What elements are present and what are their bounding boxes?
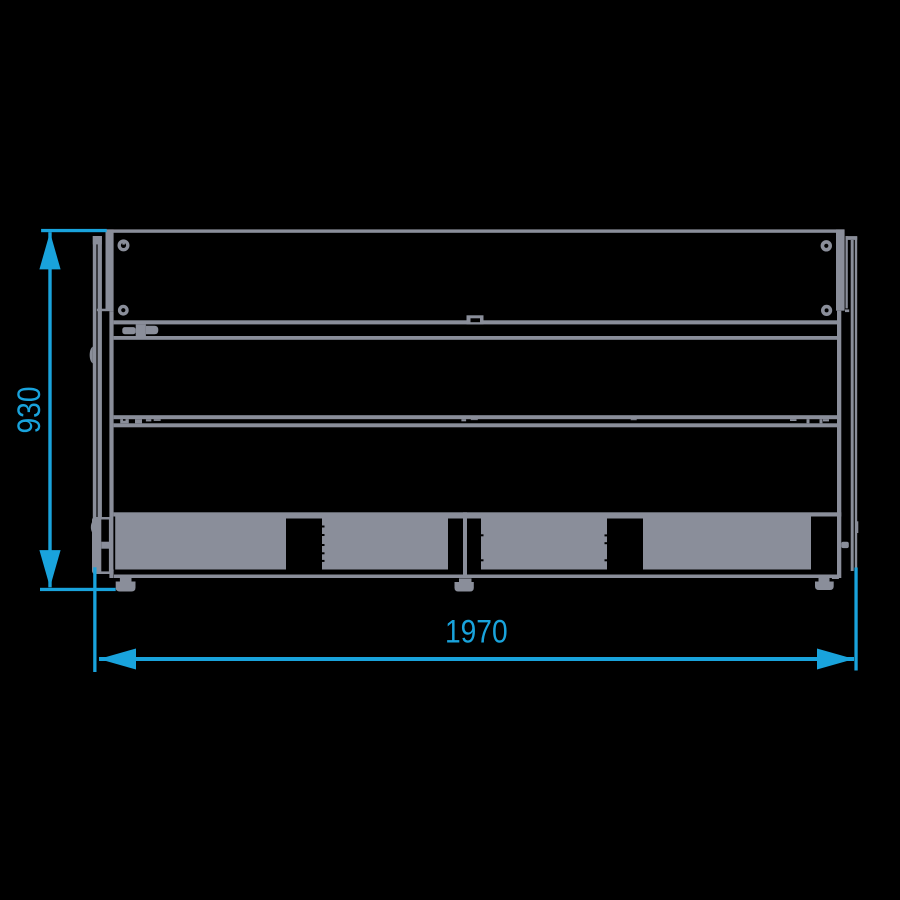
svg-text:930: 930 <box>12 387 47 434</box>
svg-text:1970: 1970 <box>445 615 508 650</box>
